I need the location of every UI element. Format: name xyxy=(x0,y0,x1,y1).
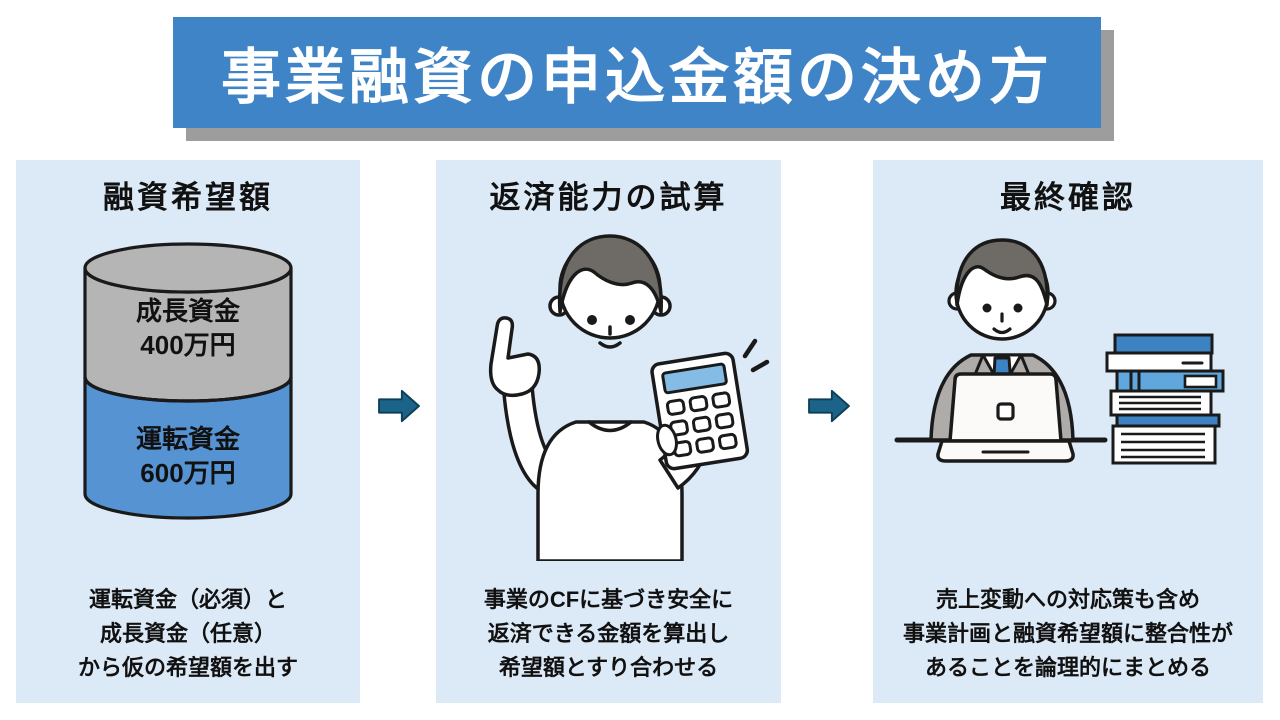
flow-arrow-1 xyxy=(377,387,421,425)
funds-cylinder-illustration xyxy=(78,240,298,524)
working-funds-amount: 600万円 xyxy=(140,458,236,488)
cylinder-icon xyxy=(83,242,293,520)
growth-funds-label: 成長資金 xyxy=(135,296,240,326)
step-description-line: 返済できる金額を算出し xyxy=(487,621,730,646)
step-description-line: から仮の希望額を出す xyxy=(77,655,298,680)
step-heading: 融資希望額 xyxy=(103,180,273,215)
growth-funds-amount: 400万円 xyxy=(140,330,236,360)
arrow-right-icon xyxy=(808,389,850,423)
laptop-logo-icon xyxy=(996,402,1015,421)
step-description-line: 成長資金（任意） xyxy=(99,621,276,646)
title-banner: 事業融資の申込金額の決め方 xyxy=(173,17,1101,128)
step-description-line: 運転資金（必須）と xyxy=(88,587,287,612)
person-at-laptop-illustration xyxy=(887,235,1249,475)
step-panel-repayment-estimate: 返済能力の試算 xyxy=(436,160,781,703)
step-description: 売上変動への対応策も含め 事業計画と融資希望額に整合性が あることを論理的にまと… xyxy=(873,583,1263,685)
working-funds-label: 運転資金 xyxy=(135,424,240,454)
step-description: 運転資金（必須）と 成長資金（任意） から仮の希望額を出す xyxy=(16,583,360,685)
step-description-line: あることを論理的にまとめる xyxy=(924,655,1211,680)
step-heading: 最終確認 xyxy=(1000,180,1136,215)
step-description-line: 事業のCFに基づき安全に xyxy=(483,587,734,612)
step-description-line: 希望額とすり合わせる xyxy=(498,655,719,680)
arrow-right-icon xyxy=(378,389,420,423)
growth-funds-label-block: 成長資金 400万円 xyxy=(82,294,294,362)
book-stack-icon xyxy=(1105,333,1225,465)
step-panel-desired-amount: 融資希望額 成長資金 400万円 運転資金 600万円 運転資金（必須）と 成長 xyxy=(16,160,360,703)
step-panel-final-check: 最終確認 xyxy=(873,160,1263,703)
person-at-laptop-icon xyxy=(894,238,1225,465)
person-with-calculator-icon xyxy=(488,234,770,561)
step-description-line: 売上変動への対応策も含め xyxy=(935,587,1200,612)
page-title: 事業融資の申込金額の決め方 xyxy=(221,44,1053,111)
flow-arrow-2 xyxy=(807,387,851,425)
step-heading: 返済能力の試算 xyxy=(489,180,728,215)
step-description-line: 事業計画と融資希望額に整合性が xyxy=(902,621,1233,646)
step-description: 事業のCFに基づき安全に 返済できる金額を算出し 希望額とすり合わせる xyxy=(436,583,781,685)
working-funds-label-block: 運転資金 600万円 xyxy=(82,422,294,490)
person-with-calculator-illustration xyxy=(446,226,771,561)
